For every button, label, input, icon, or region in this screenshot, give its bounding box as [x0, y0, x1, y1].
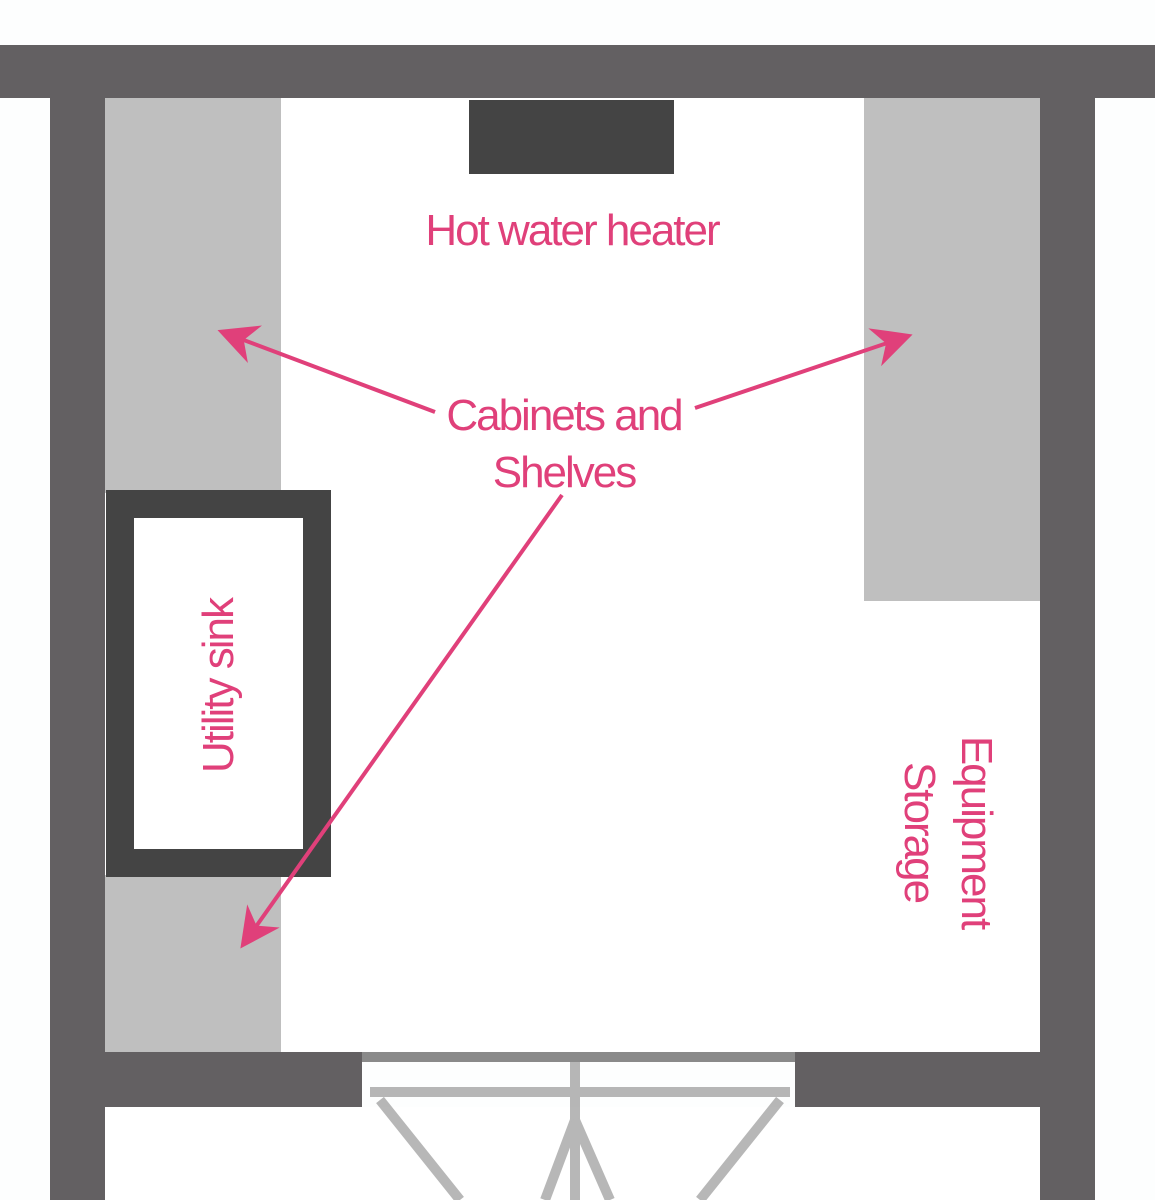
equipment-storage-label-line2: Storage	[895, 762, 944, 903]
equipment-storage-label-line1: Equipment	[952, 736, 1001, 930]
annotation-arrows	[217, 325, 913, 949]
cabinet-left-lower	[105, 875, 281, 1052]
arrow-right-cabinet	[694, 328, 913, 410]
cabinets-label-line1: Cabinets and	[446, 391, 681, 440]
arrow-left-cabinet	[217, 325, 436, 414]
cabinet-left-upper	[105, 98, 281, 493]
door-threshold	[362, 1052, 795, 1062]
wall-right	[1040, 45, 1095, 1200]
cabinet-right	[864, 98, 1040, 601]
wall-bottom-right	[795, 1052, 1095, 1107]
wall-bottom-left	[50, 1052, 362, 1107]
arrow-lower-cabinet	[240, 493, 564, 949]
hot-water-heater	[469, 100, 674, 174]
wall-left	[50, 45, 105, 1200]
hot-water-heater-label: Hot water heater	[425, 206, 720, 255]
cabinets-label-line2: Shelves	[493, 448, 637, 497]
door-swing	[370, 1055, 790, 1200]
utility-sink-label: Utility sink	[194, 596, 243, 773]
utility-sink	[106, 490, 331, 877]
wall-top	[0, 45, 1155, 98]
walls	[0, 45, 1155, 1200]
